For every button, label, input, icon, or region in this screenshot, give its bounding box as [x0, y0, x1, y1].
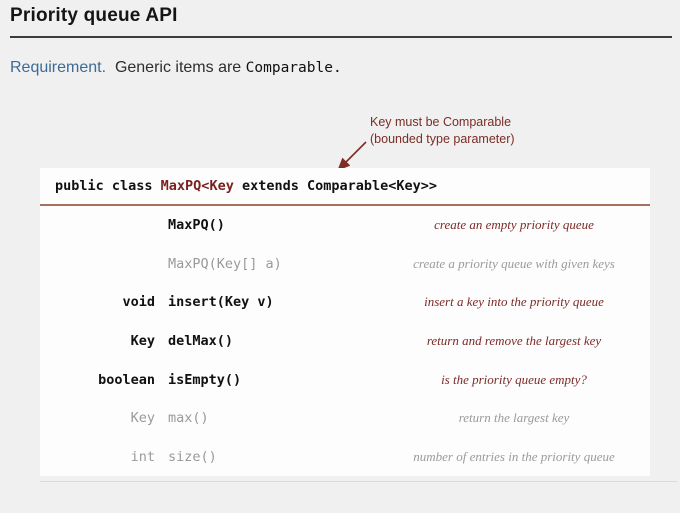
method-description: return and remove the largest key	[426, 333, 602, 349]
declaration-prefix: public class	[55, 178, 161, 194]
method-description: insert a key into the priority queue	[424, 294, 604, 310]
api-rows: MaxPQ() create an empty priority queue M…	[40, 206, 650, 476]
title-divider	[10, 36, 672, 38]
return-type: Key	[130, 410, 155, 427]
method-signature: MaxPQ()	[168, 217, 225, 234]
class-declaration: public class MaxPQ<Key extends Comparabl…	[40, 168, 650, 204]
table-row: int size() number of entries in the prio…	[40, 437, 650, 476]
bottom-divider	[40, 481, 677, 482]
page-title: Priority queue API	[10, 5, 178, 26]
return-type: void	[122, 294, 155, 311]
method-signature: delMax()	[168, 333, 234, 350]
requirement-line: Requirement. Generic items are Comparabl…	[10, 59, 342, 77]
return-type: boolean	[98, 371, 155, 388]
table-row: Key delMax() return and remove the large…	[40, 322, 650, 361]
return-type: int	[130, 448, 155, 465]
table-row: MaxPQ() create an empty priority queue	[40, 206, 650, 245]
annotation-note: Key must be Comparable (bounded type par…	[370, 114, 515, 148]
table-row: boolean isEmpty() is the priority queue …	[40, 360, 650, 399]
method-signature: max()	[168, 410, 209, 427]
method-description: create an empty priority queue	[434, 217, 594, 233]
declaration-divider	[40, 204, 650, 206]
annotation-line-1: Key must be Comparable	[370, 115, 512, 129]
method-signature: MaxPQ(Key[] a)	[168, 255, 282, 272]
annotation-line-2: (bounded type parameter)	[370, 132, 515, 146]
declaration-suffix: extends Comparable<Key>>	[233, 178, 438, 194]
api-table: public class MaxPQ<Key extends Comparabl…	[40, 168, 650, 476]
requirement-label: Requirement.	[10, 59, 107, 76]
table-row: MaxPQ(Key[] a) create a priority queue w…	[40, 245, 650, 284]
table-row: void insert(Key v) insert a key into the…	[40, 283, 650, 322]
table-row: Key max() return the largest key	[40, 399, 650, 438]
declaration-generic: MaxPQ<Key	[160, 178, 234, 194]
method-signature: insert(Key v)	[168, 294, 274, 311]
method-signature: size()	[168, 448, 217, 465]
method-description: number of entries in the priority queue	[413, 448, 615, 464]
annotation-arrow-icon	[337, 141, 367, 171]
return-type: Key	[130, 333, 155, 350]
method-description: create a priority queue with given keys	[413, 255, 615, 271]
requirement-text: Generic items are	[106, 59, 246, 76]
method-description: return the largest key	[458, 410, 570, 426]
requirement-code: Comparable.	[245, 60, 342, 76]
method-signature: isEmpty()	[168, 371, 242, 388]
method-description: is the priority queue empty?	[441, 371, 587, 387]
